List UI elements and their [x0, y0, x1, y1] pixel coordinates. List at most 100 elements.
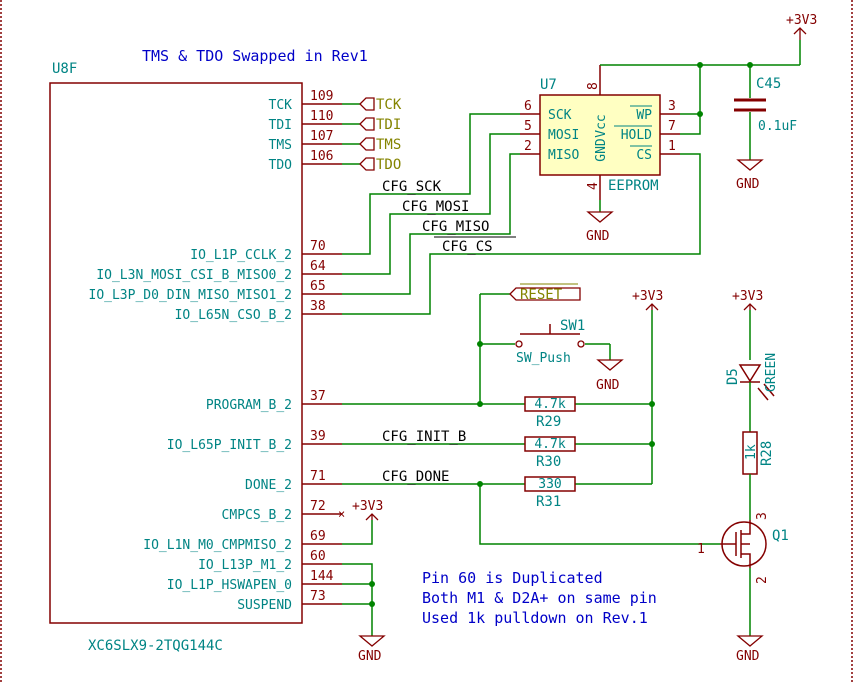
u8-pin-list: TCK109TDI110TMS107TDO106IO_L1P_CCLK_270I…: [89, 89, 342, 613]
u8-pin-name: IO_L1P_CCLK_2: [190, 248, 292, 263]
u7-ref: U7: [540, 77, 557, 93]
c45-value: 0.1uF: [758, 119, 797, 134]
svg-text:+3V3: +3V3: [786, 13, 817, 28]
eeprom-power-wiring: C45 0.1uF: [599, 40, 801, 212]
u8-pin-name: TDI: [269, 118, 292, 133]
u8-pin-number: 110: [310, 109, 333, 124]
u8-pin-number: 144: [310, 569, 334, 584]
net-cfg-sck: CFG_SCK: [382, 179, 442, 195]
sw1-ref: SW1: [560, 318, 585, 334]
svg-text:+3V3: +3V3: [352, 499, 383, 514]
net-cfg-miso: CFG_MISO: [422, 219, 489, 235]
led-branch: +3V3 D5 GREEN 1k R28 Q1 1 3 2 GND: [697, 289, 789, 664]
u7-pin-mosi: MOSI: [548, 128, 579, 143]
r29-value: 4.7k: [534, 397, 565, 412]
u7-num-2: 2: [524, 139, 532, 154]
u7-pin-wp: WP: [636, 108, 652, 123]
u7-pin-hold: HOLD: [621, 128, 652, 143]
u7-pin-gnd: GND: [594, 138, 609, 162]
u7-num-7: 7: [668, 119, 676, 134]
u8-pin-number: 107: [310, 129, 333, 144]
u7-num-8: 8: [586, 82, 601, 90]
r30-value: 4.7k: [534, 437, 565, 452]
wire-cfg-sck: [342, 113, 520, 255]
u8-pin-number: 69: [310, 529, 326, 544]
power-vcc-pullups: +3V3: [632, 289, 663, 311]
q1-pin-drain: 3: [755, 512, 770, 520]
svg-text:GND: GND: [736, 649, 760, 664]
u7-pin-vcc: Vcc: [594, 114, 609, 137]
jtag-label-tms: TMS: [376, 137, 401, 153]
svg-text:GND: GND: [736, 177, 760, 192]
q1-ref: Q1: [772, 528, 789, 544]
svg-text:GND: GND: [596, 378, 620, 393]
no-connect-mark: ×: [338, 507, 345, 521]
power-vcc-eeprom: +3V3: [786, 13, 817, 40]
d5-value: GREEN: [764, 353, 779, 392]
gnd-u7: GND: [586, 211, 614, 244]
config-bus-wires: CFG_SCK CFG_MOSI CFG_MISO CFG_CS: [342, 113, 701, 315]
q1-pin-gate: 1: [697, 542, 705, 557]
jtag-label-tdo: TDO: [376, 157, 401, 173]
wire-cfg-cs: [342, 153, 701, 315]
u8-pin-number: 37: [310, 389, 326, 404]
u7-num-3: 3: [668, 99, 676, 114]
jtag-label-shape: [359, 137, 375, 151]
u7-num-5: 5: [524, 119, 532, 134]
net-cfg-init: CFG_INIT_B: [382, 429, 466, 445]
svg-text:+3V3: +3V3: [632, 289, 663, 304]
u7-pin-miso: MISO: [548, 148, 579, 163]
svg-text:GND: GND: [586, 229, 610, 244]
u8-pin-number: 73: [310, 589, 326, 604]
u8-fpga: U8F XC6SLX9-2TQG144C TCK109TDI110TMS107T…: [49, 61, 342, 654]
jtag-label-tdi: TDI: [376, 117, 401, 133]
u7-num-6: 6: [524, 99, 532, 114]
r31-ref: R31: [536, 494, 561, 510]
u8-pin-number: 71: [310, 469, 326, 484]
wire-q1-gate: [479, 484, 720, 545]
wire-cfg-mosi: [342, 133, 520, 275]
pullup-resistors: 4.7k 4.7k 330 R29 R30 R31 CFG_INIT_B CFG…: [342, 310, 655, 510]
u8-pin-name: IO_L1P_HSWAPEN_0: [167, 578, 292, 593]
q1-pin-source: 2: [755, 576, 770, 584]
u8-pin-name: IO_L13P_M1_2: [198, 558, 292, 573]
gnd-c45: GND: [736, 159, 764, 192]
u7-num-4: 4: [586, 182, 601, 190]
net-reset: RESET: [520, 287, 563, 303]
note-top: TMS & TDO Swapped in Rev1: [142, 47, 368, 65]
d5-ref: D5: [725, 368, 741, 385]
note-line-1: Pin 60 is Duplicated: [422, 569, 603, 587]
c45-ref: C45: [756, 76, 781, 92]
net-cfg-mosi: CFG_MOSI: [402, 199, 469, 215]
u8-value: XC6SLX9-2TQG144C: [88, 638, 223, 654]
svg-text:+3V3: +3V3: [732, 289, 763, 304]
u8-pin-name: SUSPEND: [237, 598, 292, 613]
u8-pin-name: TDO: [269, 158, 293, 173]
u8-pin-number: 38: [310, 299, 326, 314]
jtag-label-shape: [359, 117, 375, 131]
u8-pin-name: IO_L3P_D0_DIN_MISO_MISO1_2: [89, 288, 293, 303]
u8-pin-name: IO_L1N_M0_CMPMISO_2: [143, 538, 292, 553]
svg-text:GND: GND: [358, 649, 382, 664]
u8-pin-number: 72: [310, 499, 326, 514]
net-cfg-cs: CFG_CS: [442, 239, 493, 255]
u8-ref: U8F: [52, 61, 77, 77]
u8-pin-name: IO_L65P_INIT_B_2: [167, 438, 292, 453]
net-cfg-done: CFG_DONE: [382, 469, 449, 485]
u8-pin-number: 39: [310, 429, 326, 444]
note-line-2: Both M1 & D2A+ on same pin: [422, 589, 657, 607]
u8-pin-number: 106: [310, 149, 333, 164]
u8-pin-number: 109: [310, 89, 333, 104]
u7-eeprom: U7 EEPROM SCK MOSI MISO 6 5 2 WP HOLD CS…: [520, 65, 680, 200]
u8-pin-name: IO_L3N_MOSI_CSI_B_MISO0_2: [96, 268, 292, 283]
d5-triangle: [738, 364, 762, 383]
u7-body: [539, 94, 661, 176]
u8-pin-number: 64: [310, 259, 326, 274]
jtag-label-shape: [359, 157, 375, 171]
u8-pin-name: TCK: [269, 98, 293, 113]
jtag-label-shape: [359, 97, 375, 111]
reset-circuit: RESET GND SW1 SW_Push: [477, 283, 624, 404]
u7-pin-sck: SCK: [548, 108, 572, 123]
u8-pin-name: IO_L65N_CSO_B_2: [175, 308, 292, 323]
